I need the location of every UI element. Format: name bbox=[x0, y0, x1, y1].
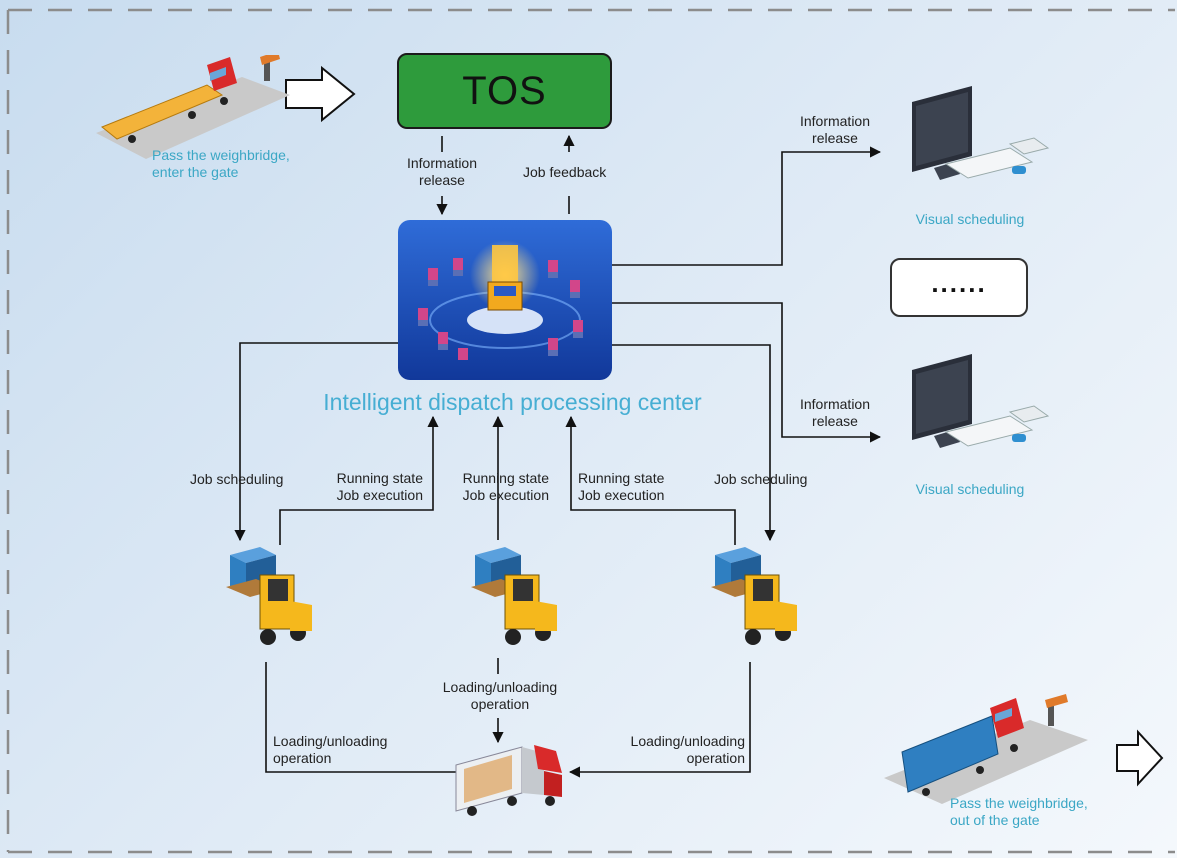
info-release-label-top: Information release bbox=[406, 155, 478, 188]
exit-truck-label: Pass the weighbridge, out of the gate bbox=[950, 795, 1088, 828]
arrow-job-scheduling-left bbox=[234, 342, 398, 542]
forklift-icon bbox=[226, 547, 312, 645]
job-scheduling-label-right: Job scheduling bbox=[714, 471, 808, 487]
more-items-dots: ...... bbox=[931, 268, 987, 298]
info-release-label-right-bottom: Information release bbox=[799, 396, 871, 429]
running-state-label-left: Running state Job execution bbox=[336, 470, 423, 503]
more-items-box: ...... bbox=[890, 258, 1028, 317]
dispatch-center-illustration bbox=[398, 220, 612, 380]
delivery-truck-icon bbox=[455, 745, 562, 816]
computer-icon bbox=[912, 354, 1050, 448]
loading-label-right: Loading/unloading operation bbox=[630, 733, 745, 766]
outgoing-truck-icon bbox=[884, 694, 1088, 804]
entry-truck-label: Pass the weighbridge, enter the gate bbox=[152, 147, 290, 180]
visual-scheduling-label-bottom: Visual scheduling bbox=[915, 481, 1025, 497]
arrow-to-visual-top bbox=[612, 146, 882, 266]
job-scheduling-label-left: Job scheduling bbox=[190, 471, 284, 487]
running-state-label-center: Running state Job execution bbox=[462, 470, 549, 503]
entry-arrow-icon bbox=[285, 65, 356, 123]
arrow-running-state-right bbox=[565, 415, 736, 545]
incoming-truck-icon bbox=[96, 55, 290, 159]
arrow-loading-left bbox=[265, 662, 472, 778]
job-feedback-label: Job feedback bbox=[523, 164, 607, 180]
forklift-icon bbox=[711, 547, 797, 645]
loading-label-left: Loading/unloading operation bbox=[273, 733, 388, 766]
dispatch-center-title: Intelligent dispatch processing center bbox=[323, 389, 702, 415]
arrow-job-scheduling-right bbox=[612, 344, 776, 542]
computer-icon bbox=[912, 86, 1050, 180]
visual-scheduling-label-top: Visual scheduling bbox=[915, 211, 1025, 227]
arrow-to-visual-bottom bbox=[612, 302, 882, 443]
exit-arrow-icon bbox=[1116, 729, 1164, 787]
loading-label-center: Loading/unloading operation bbox=[442, 679, 558, 712]
tos-label: TOS bbox=[462, 68, 547, 113]
forklift-icon bbox=[471, 547, 557, 645]
info-release-label-right-top: Information release bbox=[799, 113, 871, 146]
running-state-label-right: Running state Job execution bbox=[578, 470, 665, 503]
tos-box: TOS bbox=[397, 53, 612, 129]
arrow-loading-right bbox=[568, 662, 751, 778]
arrow-running-state-left bbox=[279, 415, 439, 545]
dashed-border bbox=[6, 8, 1175, 854]
